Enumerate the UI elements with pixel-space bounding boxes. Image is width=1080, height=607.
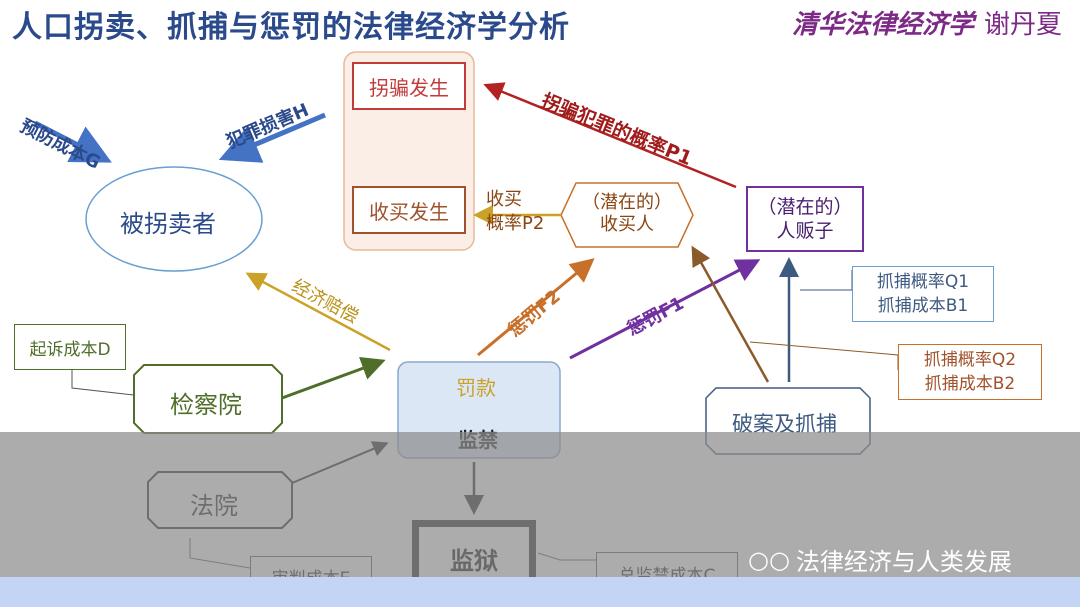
arrest-buyer-arrow bbox=[691, 245, 770, 383]
prison-label: 监狱 bbox=[450, 546, 498, 575]
prevent-cost-arrow bbox=[33, 120, 112, 163]
trial-callout-line bbox=[189, 538, 251, 569]
bottom-strip bbox=[0, 577, 1080, 607]
arrest-q2-label: 抓捕概率Q2 抓捕成本B2 bbox=[923, 350, 1017, 394]
watermark: ○○ 法律经济与人类发展 bbox=[748, 542, 1012, 577]
penalty-f2-arrow bbox=[477, 258, 595, 357]
compensation-arrow bbox=[245, 272, 391, 352]
trafficker-box: （潜在的） 人贩子 bbox=[746, 186, 864, 252]
brand: 清华法律经济学谢丹夏 bbox=[792, 4, 1062, 41]
abduction-label: 拐骗发生 bbox=[369, 75, 449, 100]
arrest-q1-callout: 抓捕概率Q1 抓捕成本B1 bbox=[852, 266, 994, 322]
watermark-label: 法律经济与人类发展 bbox=[795, 548, 1012, 576]
q1-callout-line bbox=[800, 270, 853, 291]
victim-label: 被拐卖者 bbox=[120, 210, 216, 238]
procuratorate-label: 检察院 bbox=[170, 391, 242, 419]
prosecute-callout-line bbox=[71, 370, 135, 396]
buyer-label: （潜在的） 收买人 bbox=[582, 192, 672, 235]
prosecute-cost-callout: 起诉成本D bbox=[14, 324, 126, 370]
page-title: 人口拐卖、抓捕与惩罚的法律经济学分析 bbox=[12, 10, 570, 45]
arrest-q1-label: 抓捕概率Q1 抓捕成本B1 bbox=[876, 272, 970, 316]
brand-author: 谢丹夏 bbox=[983, 10, 1062, 40]
arrest-label: 破案及抓捕 bbox=[732, 412, 837, 436]
wechat-icon: ○○ bbox=[748, 545, 790, 574]
court-arrow bbox=[291, 441, 389, 484]
trafficker-label: （潜在的） 人贩子 bbox=[757, 196, 853, 242]
arrest-q2-callout: 抓捕概率Q2 抓捕成本B2 bbox=[898, 344, 1042, 400]
brand-main: 清华法律经济学 bbox=[791, 10, 974, 40]
purchase-label: 收买发生 bbox=[369, 199, 449, 224]
crime-harm-arrow bbox=[218, 112, 326, 163]
abduction-event: 拐骗发生 bbox=[352, 62, 466, 110]
prison-callout-line bbox=[537, 552, 596, 561]
buy-prob-label: 收买 概率P2 bbox=[486, 189, 545, 234]
prosecute-cost-label: 起诉成本D bbox=[29, 339, 111, 360]
fine-label: 罚款 bbox=[456, 376, 496, 400]
abduct-prob-arrow bbox=[483, 82, 737, 189]
court-label: 法院 bbox=[190, 492, 238, 520]
procuratorate-arrow bbox=[281, 356, 386, 400]
penalty-f1-arrow bbox=[569, 259, 761, 360]
detention-label: 监禁 bbox=[458, 428, 498, 452]
victim-ellipse bbox=[85, 166, 263, 272]
purchase-event: 收买发生 bbox=[352, 186, 466, 234]
q2-callout-line bbox=[749, 341, 899, 370]
